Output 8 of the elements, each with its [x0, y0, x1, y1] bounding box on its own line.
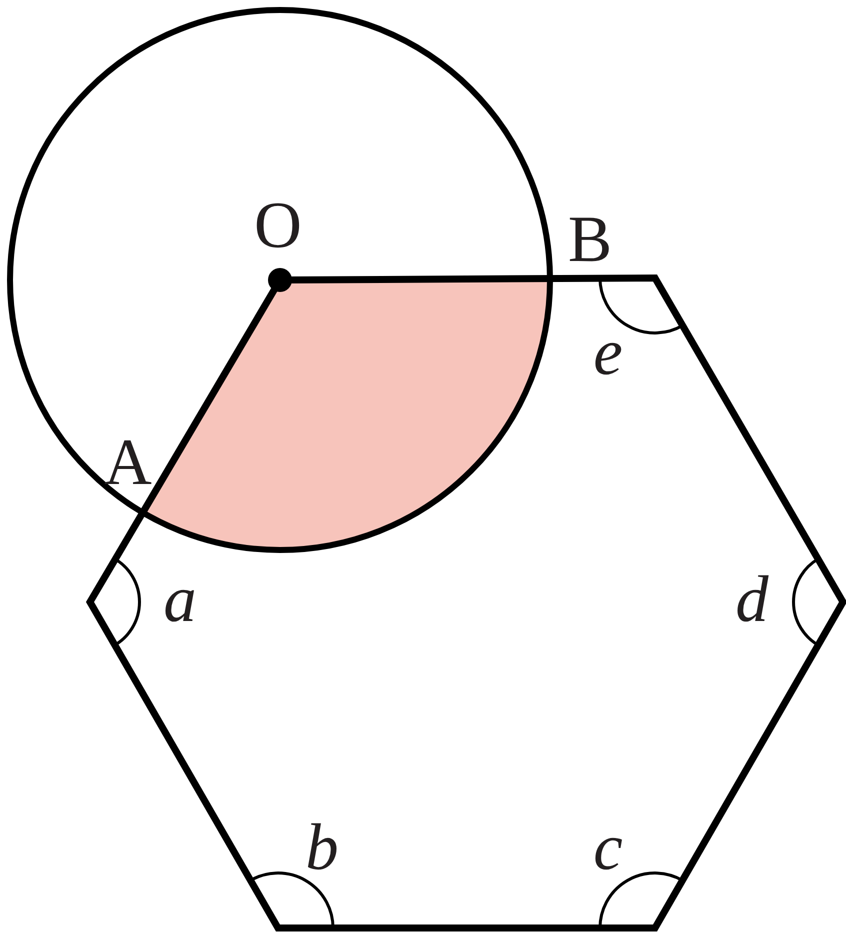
point-label: A	[104, 430, 152, 496]
angle-label: d	[736, 567, 768, 633]
angle-label: e	[593, 320, 623, 386]
point-label: B	[568, 207, 612, 273]
angle-label: b	[306, 815, 338, 881]
angle-label: a	[164, 567, 196, 633]
point-label: O	[254, 193, 302, 259]
angle-label: c	[593, 815, 623, 881]
